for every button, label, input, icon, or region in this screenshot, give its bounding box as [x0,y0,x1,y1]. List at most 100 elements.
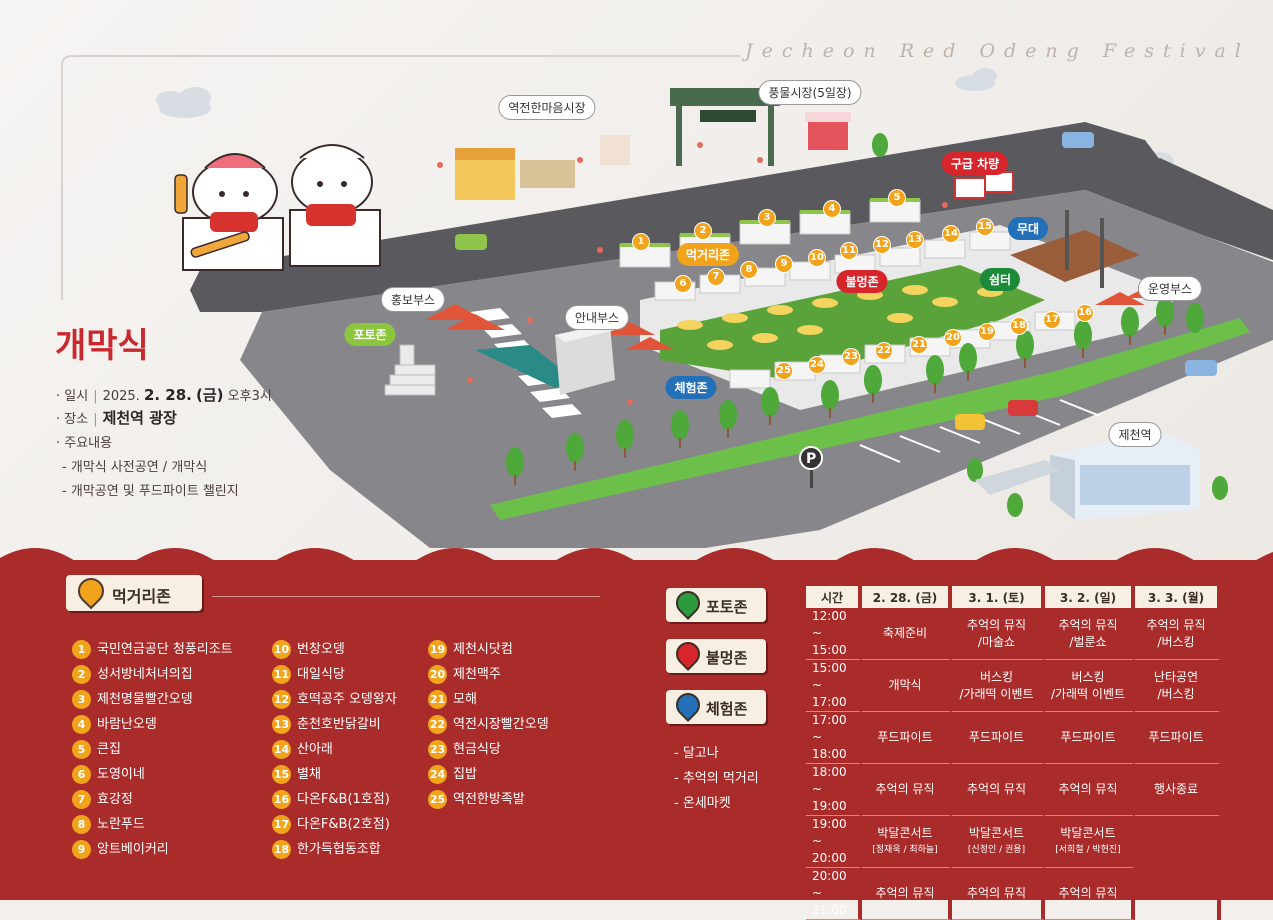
schedule-cell: 행사종료 [1135,764,1221,816]
vendor-number: 19 [428,640,447,659]
time-line: ~ 19:00 [812,782,847,813]
schedule-time: 15:00~ 17:00 [806,660,862,712]
event-line: [신정인 / 권용] [967,844,1026,855]
food-vendor-item: 20 제천맥주 [428,665,501,685]
event-line: 추억의 뮤직 [1058,886,1118,900]
vendor-name: 집밥 [453,767,477,782]
vendor-number: 7 [72,790,91,809]
booth-number: 2 [694,222,712,240]
label-market-5day: 풍물시장(5일장) [758,80,862,105]
vendor-number: 20 [428,665,447,684]
map-pin-icon [72,572,110,610]
booth-number: 14 [942,225,960,243]
booth-number: 12 [873,236,891,254]
vendor-number: 22 [428,715,447,734]
booth-number: 22 [875,342,893,360]
booth-number: 11 [840,242,858,260]
fire-zone-header: 불멍존 [666,637,766,673]
vendor-name: 한가득협동조합 [297,842,381,857]
vendor-number: 17 [272,815,291,834]
ceremony-item: - 개막식 사전공연 / 개막식 [62,460,208,475]
schedule-time: 17:00~ 18:00 [806,712,862,764]
schedule-cell: 추억의 뮤직/버스킹 [1135,608,1221,660]
ceremony-date: · 일시|2025. 2. 28. (금) 오후3시 [56,386,272,404]
car-icon [455,132,1217,430]
event-line: 추억의 뮤직 [966,617,1026,632]
booth-number: 7 [707,268,725,286]
event-line: 추억의 뮤직 [1146,617,1206,632]
schedule-cell: 난타공연/버스킹 [1135,660,1221,712]
booth-number: 8 [740,261,758,279]
vendor-number: 9 [72,840,91,859]
schedule-cell: 추억의 뮤직/벌룬쇼 [1045,608,1135,660]
schedule-cell: 추억의 뮤직 [1045,764,1135,816]
label-pr-booth: 홍보부스 [380,287,446,312]
mascot-illustration [174,144,381,271]
vendor-number: 10 [272,640,291,659]
booth-number: 24 [808,356,826,374]
food-vendor-item: 6 도영이네 [72,765,145,785]
schedule-time: 19:00~ 20:00 [806,816,862,868]
schedule-cell: 푸드파이트 [1135,712,1221,764]
event-line: 행사종료 [1153,782,1199,796]
schedule-cell: 푸드파이트 [952,712,1045,764]
time-line: 15:00 [812,661,847,675]
vendor-name: 국민연금공단 청풍리조트 [97,642,233,657]
vendor-number: 13 [272,715,291,734]
vendor-name: 다온F&B(1호점) [297,792,390,807]
schedule-cell: 버스킹/가래떡 이벤트 [1045,660,1135,712]
vendor-name: 제천맥주 [453,667,501,682]
booth-number: 23 [842,348,860,366]
event-line: /벌룬쇼 [1069,634,1107,649]
vendor-name: 제천명물빨간오뎅 [97,692,193,707]
schedule-header: 3. 3. (월) [1135,586,1221,608]
booth-number: 17 [1043,311,1061,329]
event-line: 추억의 뮤직 [966,886,1026,900]
time-line: ~ 21:00 [812,886,847,917]
vendor-number: 16 [272,790,291,809]
booth-number: 20 [944,329,962,347]
event-line: /버스킹 [1157,686,1195,701]
experience-item: - 온세마켓 [674,796,731,811]
event-line: 푸드파이트 [1060,730,1116,744]
booth-number: 13 [906,231,924,249]
event-line: /버스킹 [1157,634,1195,649]
vendor-number: 25 [428,790,447,809]
vendor-name: 큰집 [97,742,121,757]
event-line: 축제준비 [882,626,928,640]
parking-sign-icon: P [799,446,823,488]
ceremony-item: - 개막공연 및 푸드파이트 챌린지 [62,484,239,499]
schedule-cell [1135,868,1221,920]
label-station: 제천역 [1108,422,1162,447]
event-line: 추억의 뮤직 [875,782,935,796]
label-ops-booth: 운영부스 [1137,276,1203,301]
vendor-number: 6 [72,765,91,784]
vendor-name: 도영이네 [97,767,145,782]
time-line: 19:00 [812,817,847,831]
vendor-number: 8 [72,815,91,834]
schedule-table: 시간 2. 28. (금) 3. 1. (토) 3. 2. (일) 3. 3. … [806,586,1221,920]
schedule-cell: 추억의 뮤직 [952,868,1045,920]
booth-number: 3 [758,209,776,227]
event-line: /마술쇼 [977,634,1016,649]
vendor-name: 앙트베이커리 [97,842,169,857]
vendor-name: 모해 [453,692,477,707]
vendor-name: 대일식당 [297,667,345,682]
schedule-cell: 추억의 뮤직 [1045,868,1135,920]
vendor-number: 15 [272,765,291,784]
schedule-cell: 박달콘서트[정재욱 / 최하늘] [862,816,952,868]
map-pin-icon [671,637,705,671]
photo-zone-header: 포토존 [666,586,766,622]
